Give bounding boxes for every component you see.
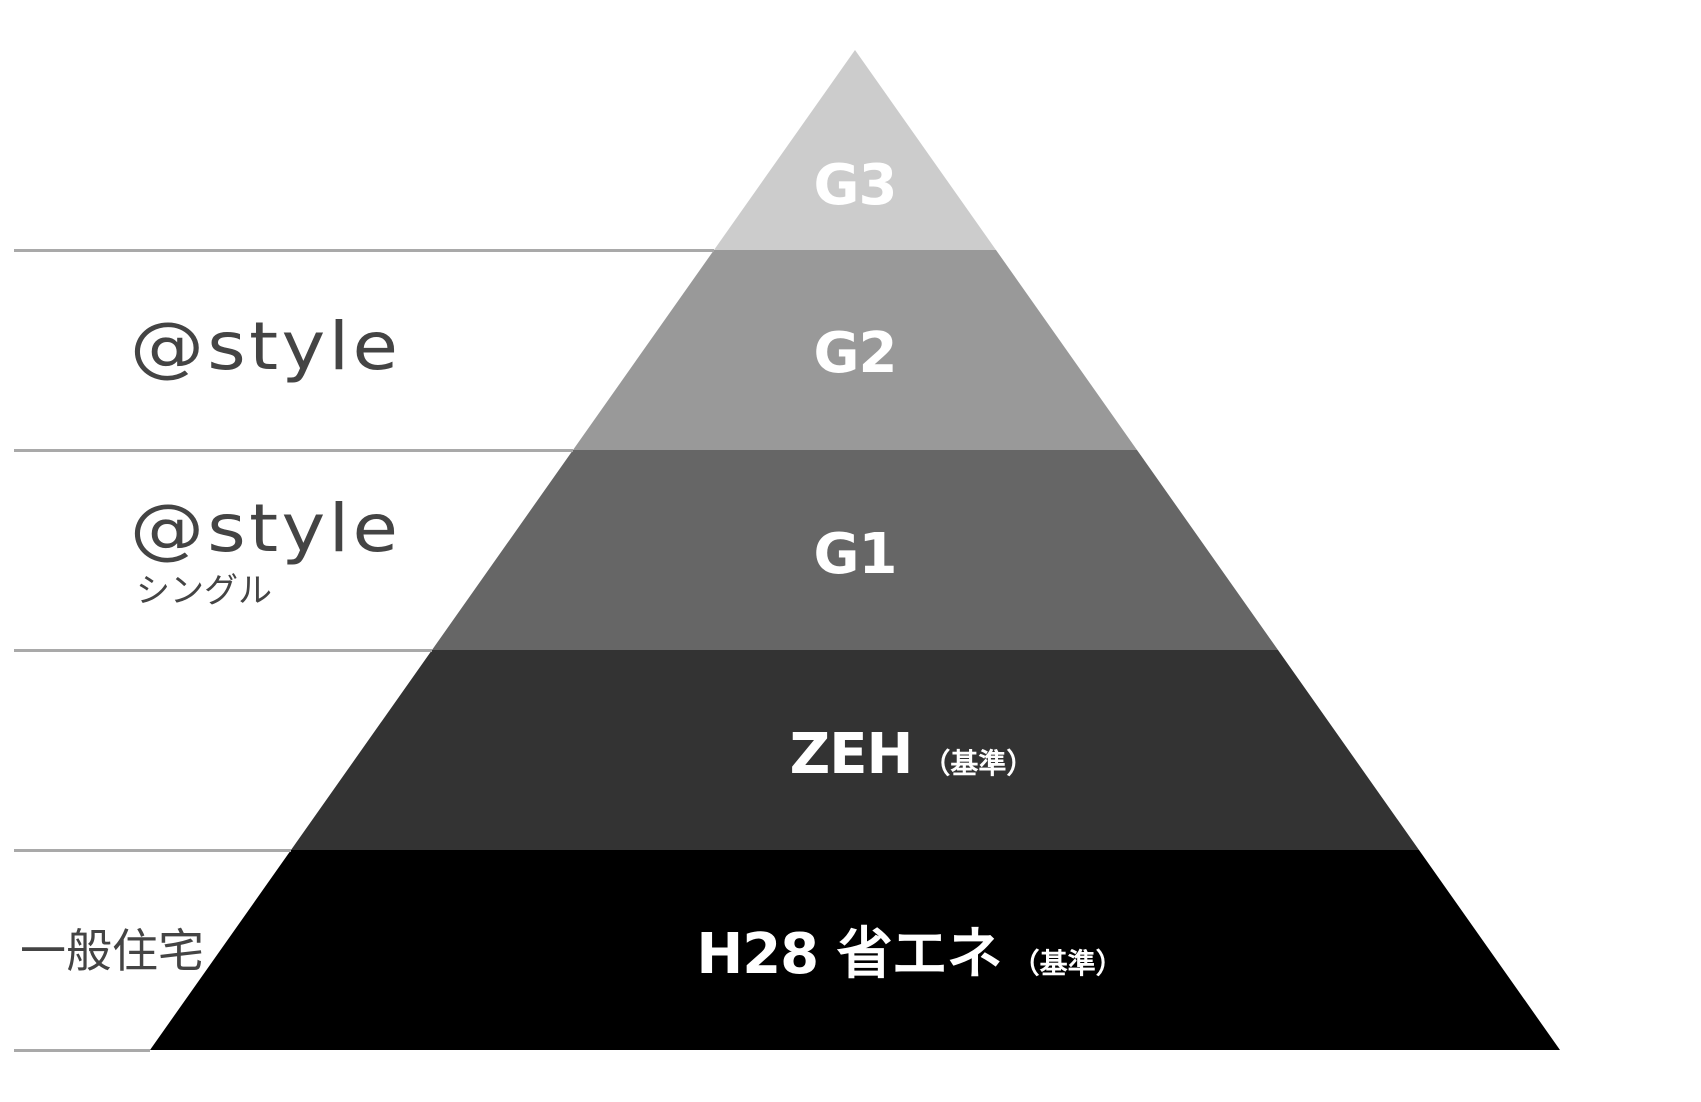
tier-g3: [714, 50, 996, 250]
tier-label-zeh: ZEH（基準）: [790, 727, 1035, 783]
guide-line-g2-g1: [14, 449, 573, 452]
tier-h28: [150, 850, 1560, 1050]
tier-g2: [573, 250, 1137, 450]
tier-zeh: [291, 650, 1419, 850]
brand-label-style-single: @style: [130, 490, 402, 567]
tier-g1: [432, 450, 1278, 650]
tier-label-g3: G3: [814, 158, 898, 214]
tier-label-g2: G2: [814, 326, 898, 382]
tier-label-g1: G1: [814, 527, 898, 583]
tier-label-h28: H28 省エネ（基準）: [696, 927, 1123, 983]
guide-line-base: [14, 1049, 150, 1052]
brand-sub-single: シングル: [136, 571, 272, 611]
guide-line-g3-g2: [14, 249, 714, 252]
tier-g3-text: G3: [813, 153, 898, 218]
tier-h28-text: H28 省エネ: [696, 922, 1002, 987]
guide-line-g1-zeh: [14, 649, 432, 652]
guide-line-zeh-h28: [14, 849, 291, 852]
tier-h28-sub: （基準）: [1011, 947, 1124, 980]
brand-label-style: @style: [130, 308, 402, 385]
tier-g2-text: G2: [813, 321, 898, 386]
general-housing-label: 一般住宅: [20, 924, 204, 978]
tier-g1-text: G1: [813, 522, 898, 587]
tier-zeh-text: ZEH: [789, 722, 914, 787]
tier-zeh-sub: （基準）: [922, 747, 1035, 780]
